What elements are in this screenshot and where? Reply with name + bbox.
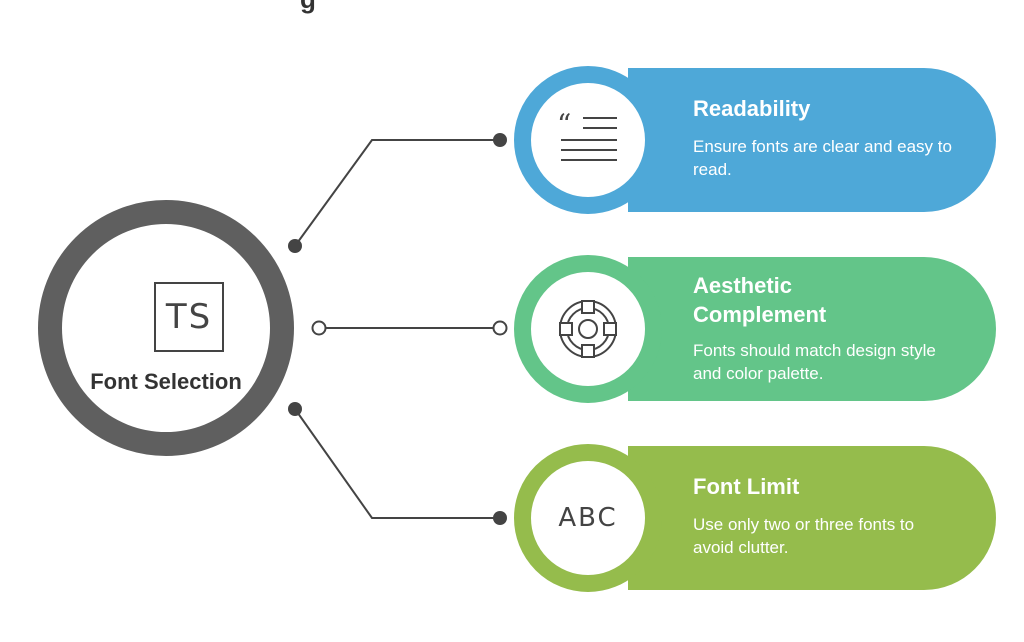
abc-letters-icon: ABC [558,503,618,533]
hub-icon-text: TS [165,297,213,337]
font-limit-icon-ring: ABC [514,444,662,592]
aesthetic-complement-description: Fonts should match design style and colo… [693,341,936,383]
readability-card: Readability Ensure fonts are clear and e… [628,68,996,212]
readability-icon-ring: “ [514,66,662,214]
quote-text-icon: “ [557,112,617,161]
readability-description: Ensure fonts are clear and easy to read. [693,137,952,179]
connector-dot-hub-middle [311,320,327,336]
hub-title: Font Selection [90,369,242,394]
aesthetic-icon-ring [514,255,662,403]
connector-dot-aesthetic [492,320,508,336]
connector-dot-hub-bottom [288,402,302,416]
connector-dot-hub-top [288,239,302,253]
aesthetic-complement-card: Aesthetic Complement Fonts should match … [628,257,996,401]
font-limit-card: Font Limit Use only two or three fonts t… [628,446,996,590]
font-selection-hub: TS Font Selection [38,200,294,456]
svg-text:“: “ [557,112,571,141]
font-limit-description: Use only two or three fonts to avoid clu… [693,515,915,557]
readability-title: Readability [693,96,811,121]
connector-line-font-limit [294,408,500,519]
connector-dot-readability [493,133,507,147]
typography-ts-icon: TS [154,282,224,352]
aesthetic-complement-title: Aesthetic Complement [693,273,827,327]
cropped-title-fragment: g [300,0,316,12]
connector-line-readability [294,139,500,247]
font-limit-title: Font Limit [693,474,800,499]
connector-dot-font-limit [493,511,507,525]
design-wheel-icon [559,300,617,358]
